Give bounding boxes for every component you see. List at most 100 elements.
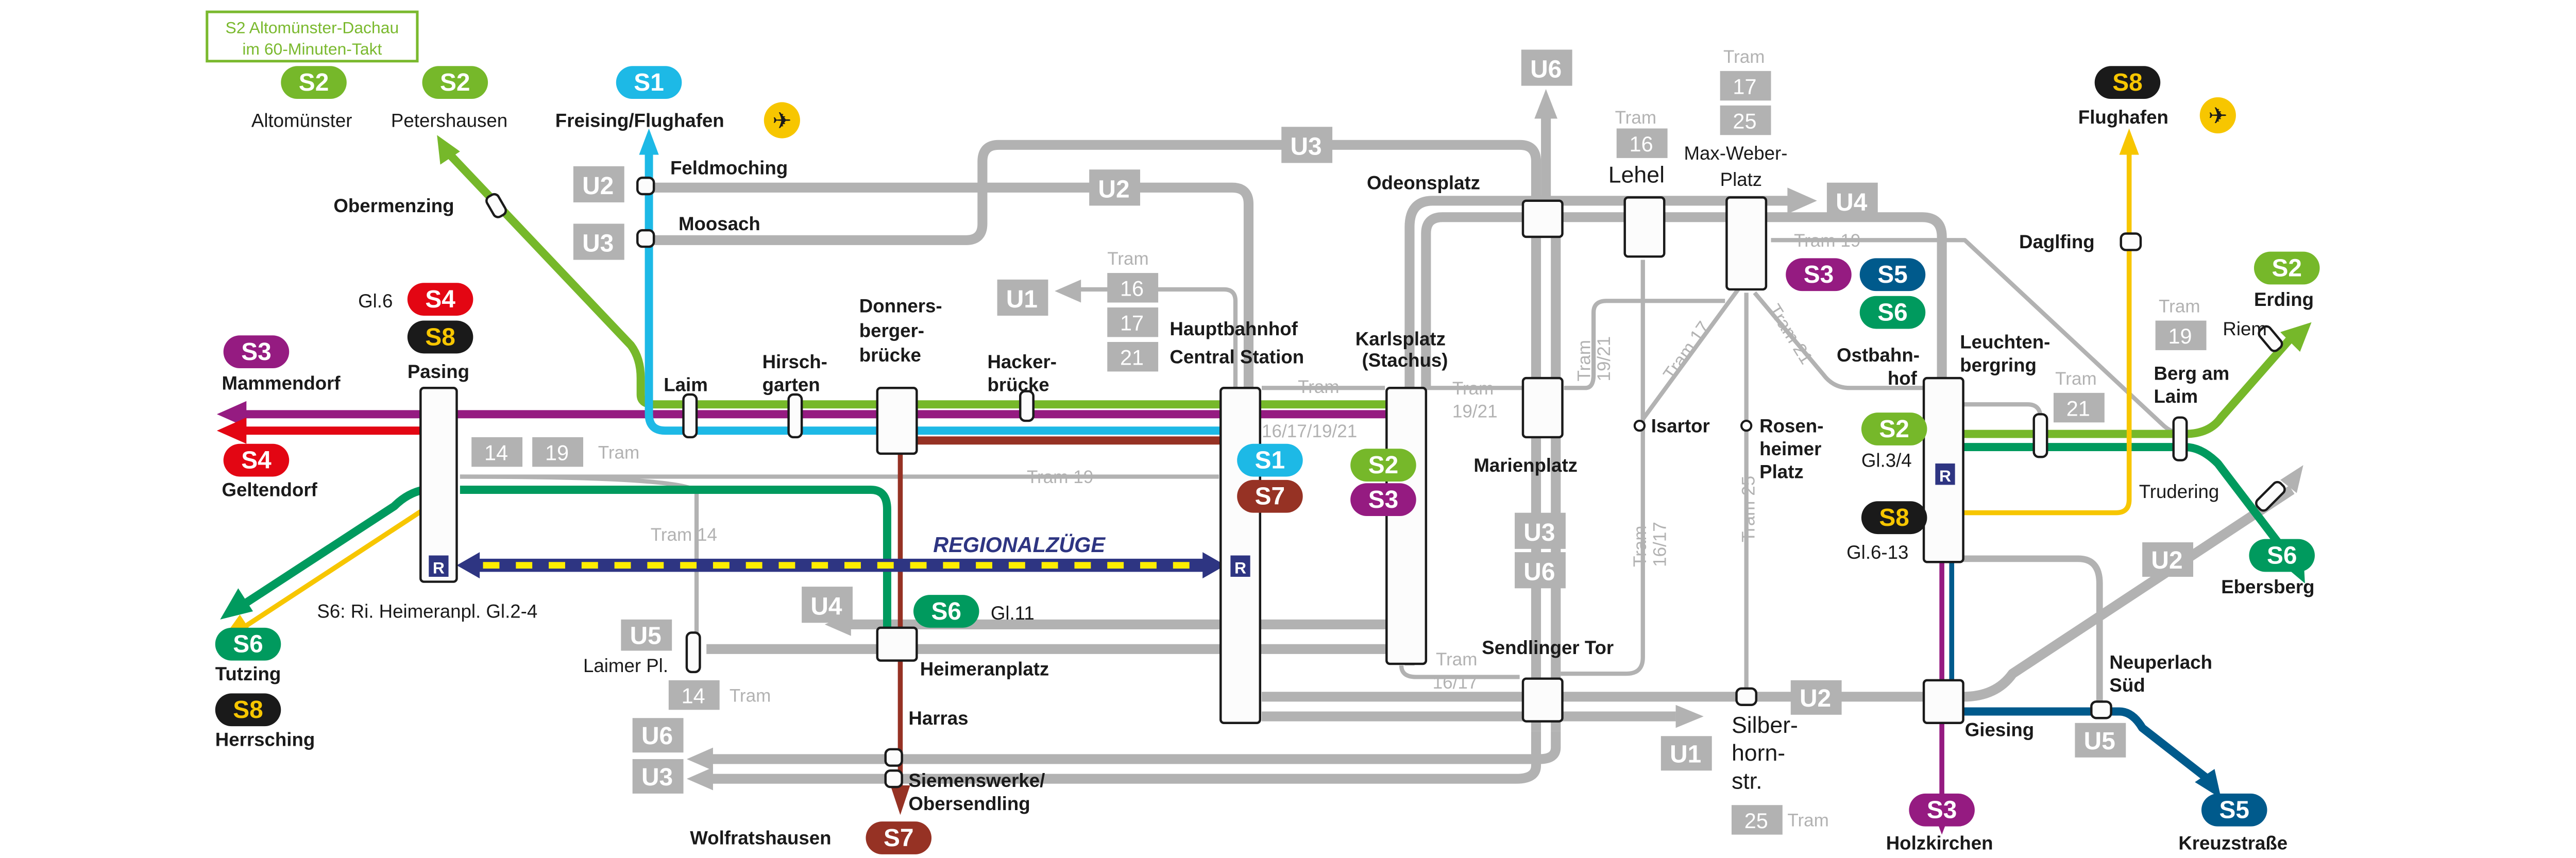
label-donnersberger-2[interactable]: berger- (859, 320, 924, 341)
label-laim[interactable]: Laim (664, 374, 708, 396)
station-harras[interactable] (884, 748, 903, 767)
u4-label-west: U4 (810, 593, 842, 620)
station-hirschgarten[interactable] (787, 393, 803, 439)
label-berg-am-laim-1[interactable]: Berg am (2154, 363, 2229, 384)
station-lehel[interactable] (1623, 196, 1666, 258)
station-riem[interactable] (2257, 324, 2284, 353)
label-sendlinger-tor[interactable]: Sendlinger Tor (1482, 637, 1614, 658)
u3-label-north: U3 (1291, 133, 1322, 160)
label-leuchtenbergring-1[interactable]: Leuchten- (1960, 332, 2050, 353)
station-rosenheimer-platz[interactable] (1740, 419, 1753, 432)
label-ostbahnhof-2[interactable]: hof (1888, 368, 1918, 389)
label-harras[interactable]: Harras (908, 708, 968, 729)
tram-17-mwp: 17 (1733, 74, 1756, 98)
label-neuperlach-1[interactable]: Neuperlach (2109, 652, 2212, 673)
label-rosenheimer-2[interactable]: heimer (1759, 438, 1821, 459)
terminus-tutzing[interactable]: Tutzing (215, 663, 281, 684)
label-siemenswerke-2[interactable]: Obersendling (908, 793, 1030, 814)
station-hauptbahnhof[interactable] (1219, 387, 1262, 725)
label-rosenheimer-1[interactable]: Rosen- (1759, 415, 1823, 436)
tram-19-berg: 19 (2168, 324, 2192, 348)
station-siemenswerke[interactable] (884, 769, 903, 788)
terminus-freising[interactable]: Freising/Flughafen (555, 110, 724, 131)
station-marienplatz[interactable] (1521, 376, 1564, 439)
label-hacker-2[interactable]: brücke (987, 374, 1049, 396)
tram-hbf-lines: 16/17/19/21 (1262, 421, 1357, 441)
station-laim[interactable] (682, 393, 698, 439)
s2-erding-arrow (2280, 322, 2312, 352)
station-neuperlach-sued[interactable] (2090, 700, 2112, 719)
tram-14-pasing: 14 (484, 441, 508, 465)
label-hacker-1[interactable]: Hacker- (987, 351, 1057, 372)
label-central-station[interactable]: Central Station (1170, 346, 1304, 367)
label-rosenheimer-3[interactable]: Platz (1759, 461, 1804, 483)
label-trudering[interactable]: Trudering (2139, 481, 2219, 502)
label-neuperlach-2[interactable]: Süd (2109, 675, 2145, 696)
label-silberhorn-1[interactable]: Silber- (1732, 713, 1798, 738)
label-pasing[interactable]: Pasing (408, 361, 469, 382)
label-hauptbahnhof[interactable]: Hauptbahnhof (1170, 318, 1298, 339)
label-hirschgarten-1[interactable]: Hirsch- (762, 351, 827, 372)
terminus-petershausen[interactable]: Petershausen (391, 110, 507, 131)
label-silberhorn-2[interactable]: horn- (1732, 741, 1785, 766)
label-laimer-platz[interactable]: Laimer Pl. (583, 655, 668, 676)
station-obermenzing[interactable] (485, 193, 507, 219)
label-stachus[interactable]: (Stachus) (1362, 350, 1448, 371)
label-donnersberger-3[interactable]: brücke (859, 345, 921, 366)
terminus-erding[interactable]: Erding (2254, 289, 2314, 310)
label-karlsplatz[interactable]: Karlsplatz (1355, 328, 1446, 349)
label-mwp-1[interactable]: Max-Weber- (1684, 143, 1787, 164)
label-riem[interactable]: Riem (2223, 318, 2267, 339)
label-daglfing[interactable]: Daglfing (2019, 231, 2095, 252)
label-heimeranplatz[interactable]: Heimeranplatz (920, 658, 1049, 679)
station-karlsplatz[interactable] (1385, 387, 1428, 665)
label-silberhorn-3[interactable]: str. (1732, 768, 1762, 794)
label-lehel[interactable]: Lehel (1608, 163, 1665, 188)
station-max-weber-platz[interactable] (1725, 196, 1768, 291)
label-siemenswerke-1[interactable]: Siemenswerke/ (908, 770, 1045, 791)
terminus-kreuzstrasse[interactable]: Kreuzstraße (2178, 832, 2287, 853)
label-isartor[interactable]: Isartor (1651, 415, 1710, 436)
station-labels: Obermenzing Feldmoching Moosach Pasing G… (317, 143, 2267, 814)
terminus-mammendorf[interactable]: Mammendorf (222, 372, 341, 393)
terminus-herrsching[interactable]: Herrsching (215, 729, 315, 750)
terminus-ebersberg[interactable]: Ebersberg (2221, 576, 2314, 597)
station-isartor[interactable] (1633, 419, 1646, 432)
station-laimer-platz[interactable] (685, 631, 701, 674)
label-hirschgarten-2[interactable]: garten (762, 374, 820, 396)
label-leuchtenbergring-2[interactable]: bergring (1960, 354, 2037, 375)
label-obermenzing[interactable]: Obermenzing (333, 195, 454, 216)
terminus-flughafen[interactable]: Flughafen (2078, 107, 2168, 128)
station-trudering[interactable] (2254, 480, 2286, 512)
terminus-geltendorf[interactable]: Geltendorf (222, 479, 317, 501)
label-marienplatz[interactable]: Marienplatz (1473, 455, 1578, 476)
u1-label: U1 (1006, 286, 1038, 313)
label-donnersberger-1[interactable]: Donners- (859, 296, 942, 317)
u2-east-line (1963, 485, 2295, 702)
terminus-wolfratshausen[interactable]: Wolfratshausen (690, 828, 831, 849)
station-pasing[interactable] (419, 387, 458, 583)
label-moosach[interactable]: Moosach (679, 213, 760, 234)
station-moosach[interactable] (636, 229, 655, 248)
station-donnersbergerbruecke[interactable] (876, 387, 918, 455)
station-leuchtenbergring[interactable] (2032, 413, 2048, 458)
station-giesing[interactable] (1922, 679, 1964, 725)
badge-s8-herrsching (215, 693, 281, 727)
label-berg-am-laim-2[interactable]: Laim (2154, 386, 2198, 407)
label-giesing[interactable]: Giesing (1965, 719, 2034, 740)
station-berg-am-laim[interactable] (2172, 416, 2188, 461)
label-feldmoching[interactable]: Feldmoching (670, 158, 788, 179)
station-feldmoching[interactable] (636, 176, 655, 196)
station-sendlinger-tor[interactable] (1521, 677, 1564, 723)
label-odeonsplatz[interactable]: Odeonsplatz (1367, 172, 1480, 193)
terminus-holzkirchen[interactable]: Holzkirchen (1886, 832, 1993, 853)
station-heimeranplatz[interactable] (876, 626, 918, 662)
station-silberhornstrasse[interactable] (1735, 687, 1758, 706)
station-odeonsplatz[interactable] (1521, 199, 1564, 238)
label-ostbahnhof-1[interactable]: Ostbahn- (1837, 345, 1920, 366)
terminus-altomuenster[interactable]: Altomünster (251, 110, 352, 131)
station-daglfing[interactable] (2120, 232, 2142, 251)
s8-airport-arrow (2119, 128, 2139, 155)
label-mwp-2[interactable]: Platz (1720, 169, 1762, 190)
station-hackerbruecke[interactable] (1019, 390, 1035, 422)
